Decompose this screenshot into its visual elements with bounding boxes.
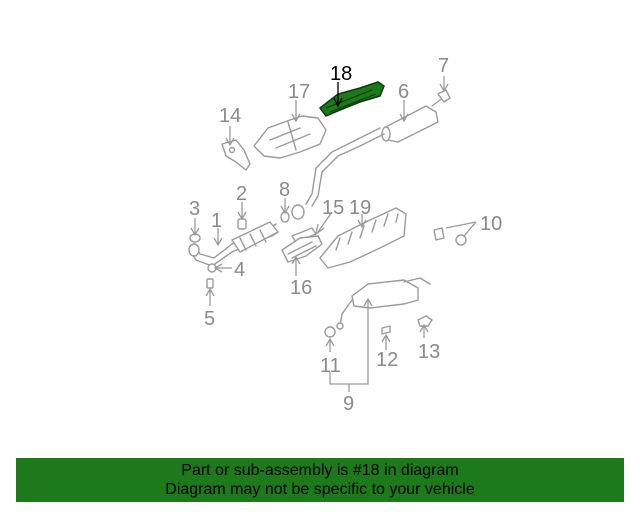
callout-12: 12 [376,349,398,371]
callout-labels: 18 17 14 6 7 8 2 3 1 4 5 15 19 16 10 11 … [189,55,502,415]
part-13-hanger[interactable] [417,315,433,327]
callout-16: 16 [290,277,312,299]
part-6-muffler-pipe[interactable] [305,97,447,207]
part-2-nut[interactable] [237,218,247,230]
callout-8: 8 [279,179,290,201]
callout-4: 4 [234,259,245,281]
part-17-heat-shield[interactable] [253,115,327,159]
callout-11: 11 [320,355,341,377]
part-14-bracket[interactable] [221,139,251,171]
callout-6: 6 [398,81,409,103]
part-info-banner: Part or sub-assembly is #18 in diagram D… [16,458,624,502]
callout-1: 1 [211,210,222,232]
part-10-hanger[interactable] [433,227,467,246]
callout-13: 13 [418,341,440,363]
callout-3: 3 [189,198,200,220]
part-1-front-pipe[interactable] [188,221,279,267]
part-12-bolt[interactable] [381,325,391,335]
callout-18: 18 [330,63,352,85]
callout-15: 15 [322,197,344,219]
callout-9: 9 [343,393,354,415]
callout-7: 7 [438,55,449,77]
part-7-hanger[interactable] [437,89,451,103]
part-19-heat-shield[interactable] [319,207,407,269]
part-11-mount[interactable] [324,326,336,338]
callout-14: 14 [219,105,241,127]
callout-17: 17 [288,81,310,103]
leader-lines [190,76,477,392]
part-18-heat-shield-highlighted[interactable] [318,81,385,117]
part-9-rear-muffler[interactable] [336,277,431,330]
banner-line-2: Diagram may not be specific to your vehi… [165,481,475,498]
callout-10: 10 [480,213,502,235]
callout-2: 2 [236,183,247,205]
part-5-bolt[interactable] [206,278,214,289]
callout-19: 19 [349,197,371,219]
callout-5: 5 [204,308,215,330]
banner-line-1: Part or sub-assembly is #18 in diagram [181,462,459,479]
part-16-heat-shield[interactable] [281,235,323,263]
